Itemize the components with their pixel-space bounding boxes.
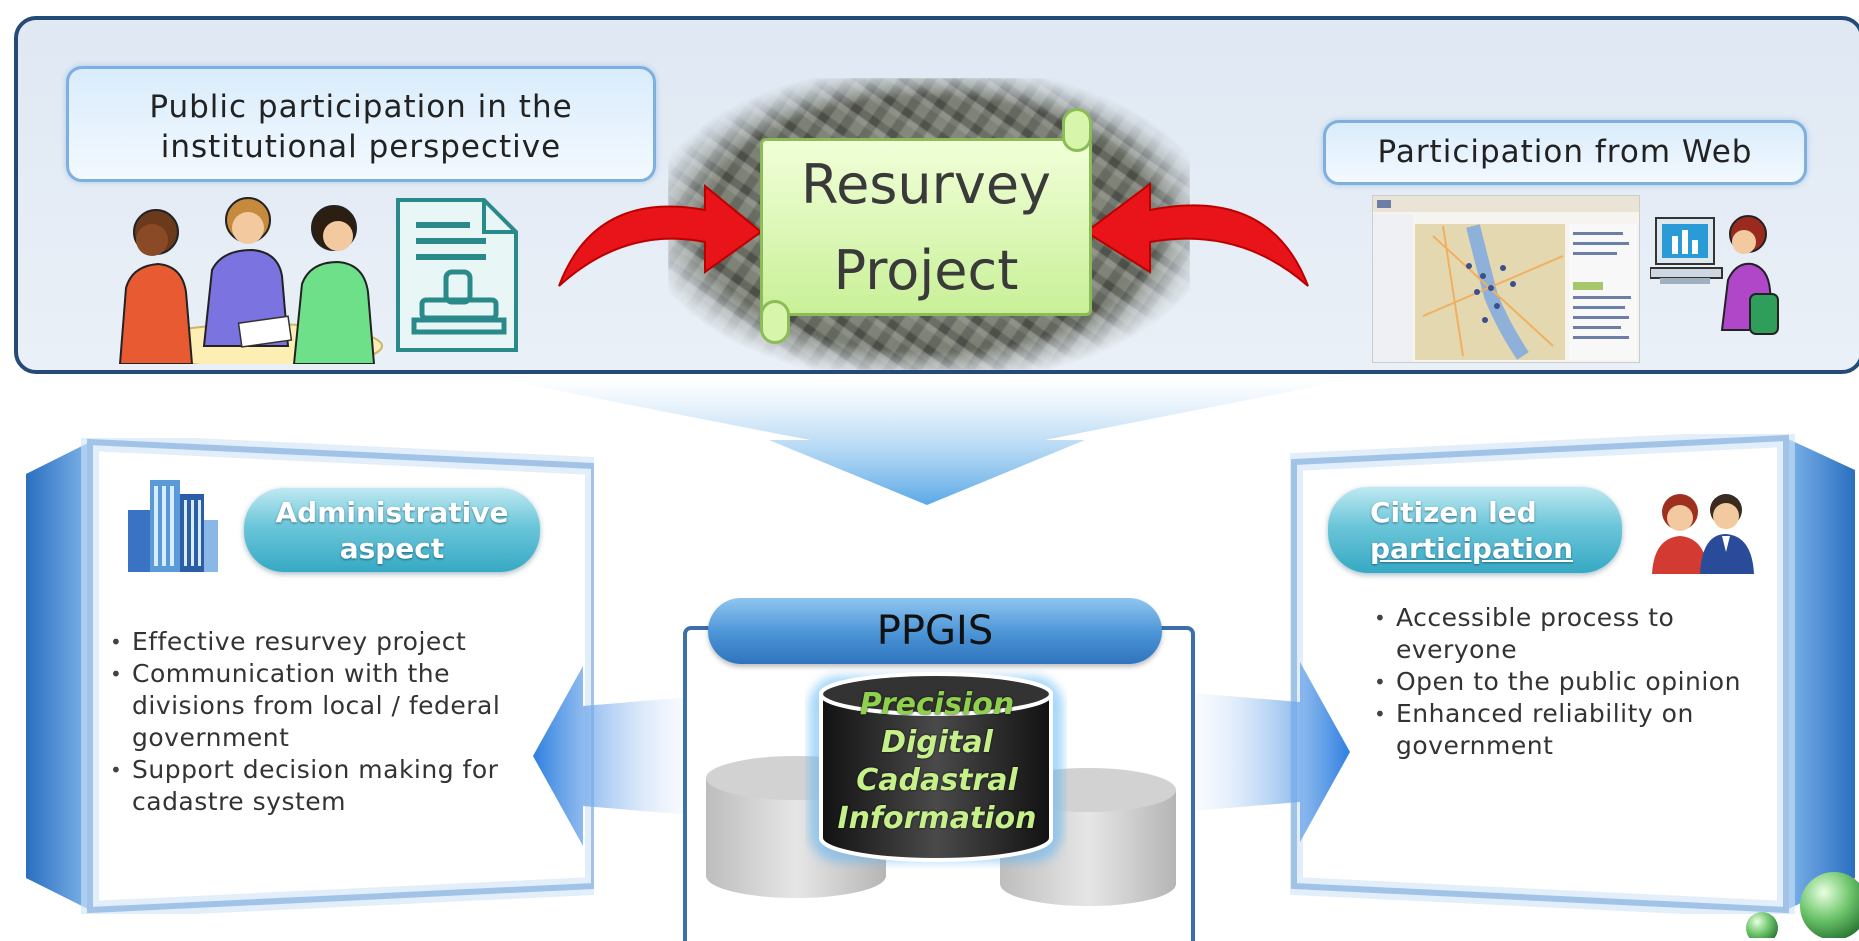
- green-orb-icon: [1746, 872, 1859, 938]
- list-item: Enhanced reliability on government: [1372, 698, 1772, 762]
- cylinder-line-information: Information: [837, 801, 1037, 836]
- institutional-label-line1: Public participation in the: [149, 89, 573, 125]
- list-item: Open to the public opinion: [1372, 666, 1772, 698]
- right-blue-arrow-icon: [1180, 662, 1350, 842]
- web-map-screenshot: [1372, 195, 1640, 363]
- two-people-icon: [1652, 494, 1754, 574]
- citizen-badge-line1: Citizen led: [1370, 496, 1537, 529]
- resurvey-project-scroll: Resurvey Project: [760, 138, 1092, 316]
- resurvey-line1: Resurvey: [800, 153, 1051, 216]
- cylinder-line-precision: Precision: [859, 687, 1015, 722]
- buildings-icon: [128, 480, 218, 572]
- left-blue-arrow-icon: [533, 666, 703, 846]
- citizen-badge-line2: participation: [1370, 532, 1574, 565]
- participation-from-web-label: Participation from Web: [1323, 120, 1807, 185]
- left-red-arrow-icon: [558, 183, 763, 287]
- list-item: Support decision making for cadastre sys…: [108, 754, 548, 818]
- admin-badge-line1: Administrative: [275, 496, 509, 529]
- citizen-bullet-list: Accessible process to everyone Open to t…: [1372, 602, 1772, 762]
- ppgis-title: PPGIS: [708, 598, 1162, 664]
- admin-bullet-list: Effective resurvey project Communication…: [108, 626, 548, 818]
- right-red-arrow-icon: [1084, 182, 1309, 287]
- list-item: Effective resurvey project: [108, 626, 548, 658]
- meeting-people-icon: [118, 197, 383, 364]
- web-map-thumbnail-icon: [1373, 196, 1639, 362]
- scroll-curl-top: [1062, 108, 1092, 152]
- computer-user-icon: [1650, 215, 1779, 335]
- document-stamp-icon: [396, 198, 518, 352]
- cylinder-line-cadastral: Cadastral: [856, 763, 1018, 798]
- institutional-label-line2: institutional perspective: [160, 129, 562, 165]
- cylinder-line-digital: Digital: [881, 725, 993, 760]
- resurvey-line2: Project: [833, 239, 1019, 302]
- cylinder-text: Precision Digital Cadastral Information: [808, 686, 1066, 838]
- list-item: Accessible process to everyone: [1372, 602, 1772, 666]
- precision-database-cylinder-icon: [809, 672, 1063, 862]
- scroll-curl-bottom: [760, 300, 790, 344]
- funnel-down-arrow-icon: [505, 380, 1350, 505]
- list-item: Communication with the divisions from lo…: [108, 658, 548, 754]
- citizen-led-participation-badge: Citizen led participation: [1328, 487, 1622, 573]
- admin-badge-line2: aspect: [339, 532, 445, 565]
- institutional-perspective-label: Public participation in the institutiona…: [66, 66, 656, 182]
- administrative-aspect-badge: Administrative aspect: [244, 488, 540, 572]
